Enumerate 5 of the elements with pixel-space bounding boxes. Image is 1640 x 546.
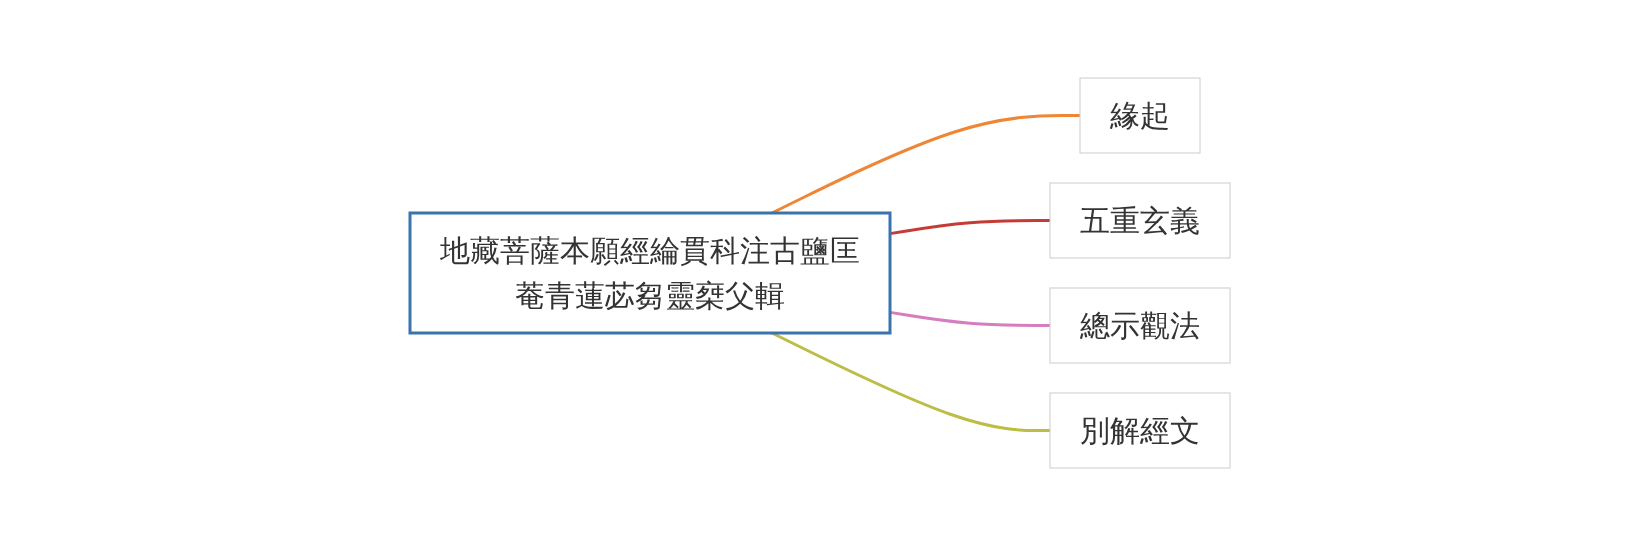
node-box: 別解經文 bbox=[1049, 392, 1231, 469]
node-box: 總示觀法 bbox=[1049, 287, 1231, 364]
node-box: 緣起 bbox=[1079, 77, 1201, 154]
node-box: 地藏菩薩本願經綸貫科注古鹽匡菴青蓮苾芻靈椉父輯 bbox=[408, 211, 892, 335]
node-box: 五重玄義 bbox=[1049, 182, 1231, 259]
